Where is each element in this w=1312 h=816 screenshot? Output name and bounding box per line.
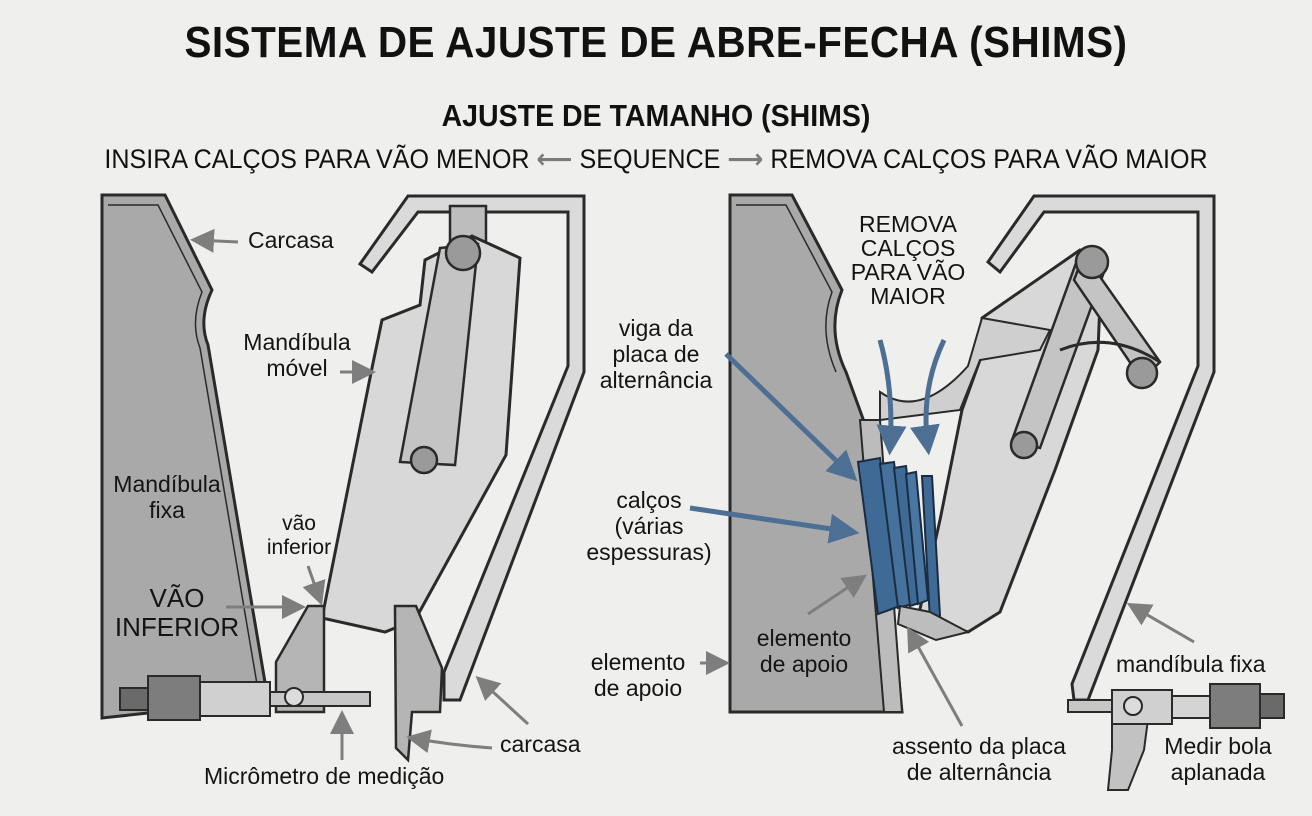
left-pivot-bottom	[409, 445, 439, 475]
label-elemento-inner-l2: de apoio	[759, 650, 849, 677]
micrometer-body	[197, 681, 271, 717]
shim-5	[920, 475, 942, 622]
label-mandibula-fixa-right: mandíbula fixa	[1116, 651, 1266, 677]
label-mandibula-movel-l1: Mandíbula	[243, 329, 351, 355]
left-fixed-jaw-edge	[108, 204, 259, 691]
label-remova-l1: REMOVA	[859, 211, 957, 237]
toggle-seat	[896, 604, 971, 642]
left-housing-right	[357, 194, 586, 702]
label-vao-inferior-small: vão inferior	[258, 512, 340, 559]
right-pivot-top	[1074, 244, 1110, 280]
sequence-left-text: INSIRA CALÇOS PARA VÃO MENOR	[104, 144, 530, 174]
label-elemento-inner: elemento de apoio	[744, 625, 864, 678]
sequence-line: INSIRA CALÇOS PARA VÃO MENOR ⟵ SEQUENCE …	[46, 144, 1266, 175]
arrow-carcasa-top	[190, 228, 239, 253]
label-calcos-l2: (várias	[614, 512, 684, 539]
arrow-elemento-inner	[807, 574, 867, 616]
left-gap-block	[274, 604, 326, 714]
arrow-right-icon: ⟶	[727, 144, 764, 174]
label-carcasa-top: Carcasa	[248, 227, 334, 253]
label-viga-l3: alternância	[599, 366, 713, 393]
arrow-calcos	[689, 505, 860, 544]
label-mandibula-fixa-left-l2: fixa	[149, 496, 185, 523]
arrow-carcasa-bottom	[475, 675, 530, 726]
label-remova-l2: CALÇOS	[860, 235, 956, 262]
label-viga-l1: viga da	[618, 315, 694, 341]
label-calcos-l1: calços	[616, 487, 682, 513]
label-mandibula-movel: Mandíbula móvel	[232, 329, 362, 382]
right-fixed-jaw-edge	[736, 204, 837, 373]
right-toggle-arc	[1059, 340, 1161, 364]
arrow-remova-2	[910, 338, 947, 456]
page-subtitle: AJUSTE DE TAMANHO (SHIMS)	[441, 98, 871, 133]
arrow-carcasa-curve	[406, 729, 493, 754]
label-viga-l2: placa de	[612, 340, 700, 367]
label-vao-big-l1: VÃO	[149, 583, 205, 613]
right-gauge-lock-icon	[1123, 696, 1143, 716]
label-calcos: calços (várias espessuras)	[568, 487, 730, 565]
label-assento: assento da placa de alternância	[884, 733, 1074, 786]
right-bridge	[879, 316, 1052, 422]
arrow-viga	[724, 352, 858, 482]
left-lower-tooth	[393, 604, 444, 763]
label-medir-bola: Medir bola aplanada	[1158, 733, 1278, 786]
micrometer-lock-icon	[284, 687, 304, 707]
micrometer-cap	[119, 687, 149, 711]
label-elemento-outer-l2: de apoio	[593, 674, 683, 701]
label-viga: viga da placa de alternância	[582, 315, 730, 393]
right-crusher	[689, 193, 1285, 791]
right-pivot-mid	[1125, 356, 1159, 390]
right-gauge-cap	[1259, 693, 1285, 719]
arrow-assento	[907, 626, 964, 727]
arrow-left-icon: ⟵	[536, 144, 573, 174]
arrow-vao-small	[302, 565, 326, 606]
label-elemento-outer: elemento de apoio	[578, 649, 698, 702]
sequence-right-text: REMOVA CALÇOS PARA VÃO MAIOR	[770, 144, 1208, 174]
label-calcos-l3: espessuras)	[586, 538, 712, 565]
label-assento-l1: assento da placa	[892, 733, 1066, 759]
label-elemento-outer-l1: elemento	[590, 649, 686, 675]
label-vao-big-l2: INFERIOR	[114, 612, 240, 643]
right-gauge-knurl	[1209, 683, 1261, 729]
arrow-remova-1	[876, 339, 907, 456]
left-fixed-jaw	[100, 193, 270, 720]
label-remova-l3: PARA VÃO	[850, 259, 966, 286]
label-mandibula-fixa-left: Mandíbula fixa	[102, 471, 232, 524]
label-mandibula-fixa-left-l1: Mandíbula	[113, 471, 221, 497]
right-pivot-low	[1009, 430, 1039, 460]
label-assento-l2: de alternância	[906, 758, 1052, 785]
sequence-middle-text: SEQUENCE	[579, 144, 721, 174]
label-micrometro: Micrômetro de medição	[204, 763, 445, 789]
left-pivot-top	[444, 234, 482, 272]
label-remova-calcos: REMOVA CALÇOS PARA VÃO MAIOR	[848, 212, 968, 309]
right-gauge-sleeve	[1171, 695, 1211, 719]
right-housing	[985, 194, 1216, 702]
shim-stack	[856, 456, 942, 622]
label-vao-small-l2: inferior	[266, 535, 332, 559]
page-title: SISTEMA DE AJUSTE DE ABRE-FECHA (SHIMS)	[184, 18, 1128, 67]
label-elemento-inner-l1: elemento	[756, 625, 852, 651]
label-vao-small-l1: vão	[282, 512, 316, 535]
label-remova-l4: MAIOR	[870, 283, 946, 310]
label-mandibula-movel-l2: móvel	[266, 354, 328, 381]
left-crusher	[100, 193, 586, 763]
label-carcasa-bottom: carcasa	[500, 731, 581, 757]
micrometer-knurl	[147, 675, 201, 721]
label-medir-bola-l2: aplanada	[1170, 758, 1266, 785]
label-medir-bola-l1: Medir bola	[1164, 733, 1272, 759]
label-vao-inferior-big: VÃO INFERIOR	[112, 583, 242, 643]
arrow-mandibula-fixa	[1126, 602, 1195, 644]
